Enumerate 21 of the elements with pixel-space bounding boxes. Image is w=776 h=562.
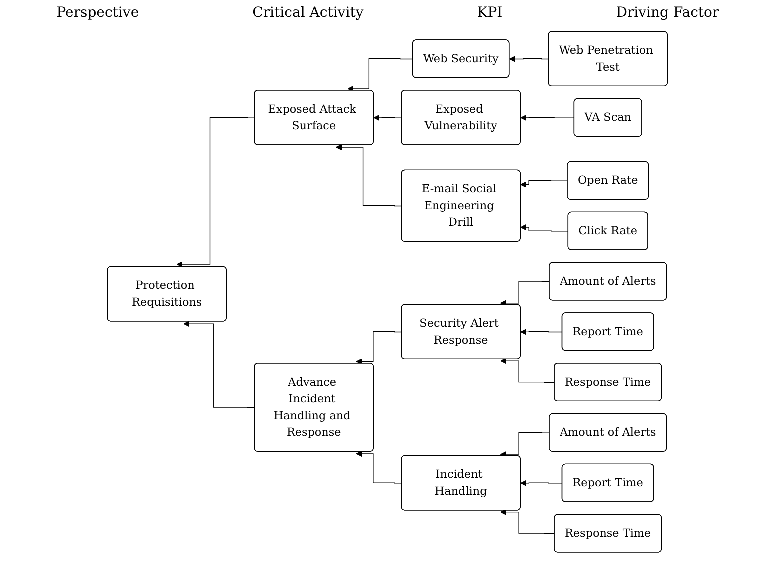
column-header: Critical Activity [252, 5, 364, 21]
arrow [500, 358, 556, 383]
arrow [500, 281, 551, 306]
arrow [521, 480, 564, 486]
arrow [520, 180, 569, 188]
arrow [356, 332, 403, 365]
arrow [336, 144, 403, 207]
arrow [184, 321, 256, 408]
arrow [348, 58, 414, 92]
column-header: Perspective [56, 5, 140, 21]
arrow [510, 56, 550, 62]
arrow [500, 509, 556, 534]
arrow [374, 114, 403, 122]
arrow [521, 114, 576, 122]
arrow [177, 117, 256, 268]
column-header: KPI [477, 5, 503, 21]
arrow [521, 329, 564, 336]
column-header: Driving Factor [616, 5, 720, 21]
arrow [500, 432, 551, 458]
arrow [356, 450, 403, 484]
arrow [520, 224, 570, 232]
